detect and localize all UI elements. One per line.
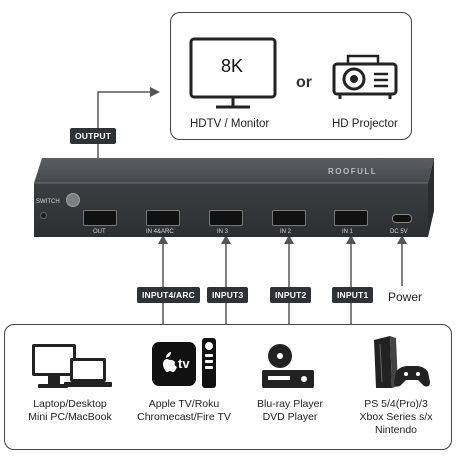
source-label-console: PS 5/4(Pro)/3 Xbox Series s/x Nintendo — [346, 398, 446, 437]
source-line: Apple TV/Roku — [148, 398, 220, 410]
dc-power-port[interactable] — [392, 214, 412, 223]
source-label-streaming: Apple TV/Roku Chromecast/Fire TV — [134, 398, 234, 424]
hdmi-port-in1[interactable] — [334, 210, 368, 226]
or-label: or — [296, 74, 312, 91]
hdmi-port-out[interactable] — [83, 210, 117, 226]
source-line: DVD Player — [262, 411, 318, 423]
monitor-label: HDTV / Monitor — [190, 118, 270, 130]
power-label: Power — [388, 290, 423, 304]
source-line: Xbox Series s/x — [359, 411, 433, 423]
source-label-computer: Laptop/Desktop Mini PC/MacBook — [20, 398, 120, 424]
apple-tv-text: tv — [178, 356, 190, 371]
resolution-label: 8K — [220, 56, 244, 76]
hdmi-port-in3[interactable] — [209, 210, 243, 226]
source-line: Nintendo — [374, 424, 418, 436]
source-line: Chromecast/Fire TV — [137, 411, 231, 423]
port-label-dc: DC 5V — [390, 229, 408, 235]
input3-tag: INPUT3 — [207, 287, 249, 303]
switch-button[interactable] — [66, 193, 80, 207]
apple-tv-icon — [152, 338, 216, 388]
source-line: Laptop/Desktop — [33, 398, 107, 410]
switch-label: SWITCH — [36, 199, 60, 205]
output-arrow — [150, 87, 160, 97]
port-label-in2: IN 2 — [280, 229, 292, 235]
port-label-in4: IN 4&ARC — [146, 229, 174, 235]
projector-label: HD Projector — [332, 118, 398, 130]
source-label-disc-player: Blu-ray Player DVD Player — [240, 398, 340, 424]
input3-arrow — [221, 235, 231, 244]
input2-arrow — [284, 235, 294, 244]
input2-tag: INPUT2 — [270, 287, 312, 303]
laptop-desktop-icon — [32, 344, 112, 388]
port-label-out: OUT — [93, 229, 106, 235]
source-line: Mini PC/MacBook — [28, 411, 112, 423]
monitor-icon — [189, 37, 277, 109]
output-tag: OUTPUT — [70, 128, 117, 144]
game-console-icon — [374, 336, 430, 388]
bluray-player-icon — [262, 344, 314, 388]
power-arrow — [397, 235, 407, 244]
projector-icon — [332, 54, 398, 99]
indicator-light — [40, 212, 47, 219]
brand-logo: ROOFULL — [328, 167, 378, 176]
output-display-box — [170, 12, 412, 140]
hdmi-port-in2[interactable] — [272, 210, 306, 226]
port-label-in1: IN 1 — [342, 229, 354, 235]
input4-tag: INPUT4/ARC — [137, 287, 201, 303]
input1-tag: INPUT1 — [332, 287, 374, 303]
input1-arrow — [346, 235, 356, 244]
port-label-in3: IN 3 — [217, 229, 229, 235]
source-line: PS 5/4(Pro)/3 — [364, 398, 428, 410]
source-line: Blu-ray Player — [257, 398, 323, 410]
hdmi-port-in4[interactable] — [146, 210, 180, 226]
input4-arrow — [158, 235, 168, 244]
